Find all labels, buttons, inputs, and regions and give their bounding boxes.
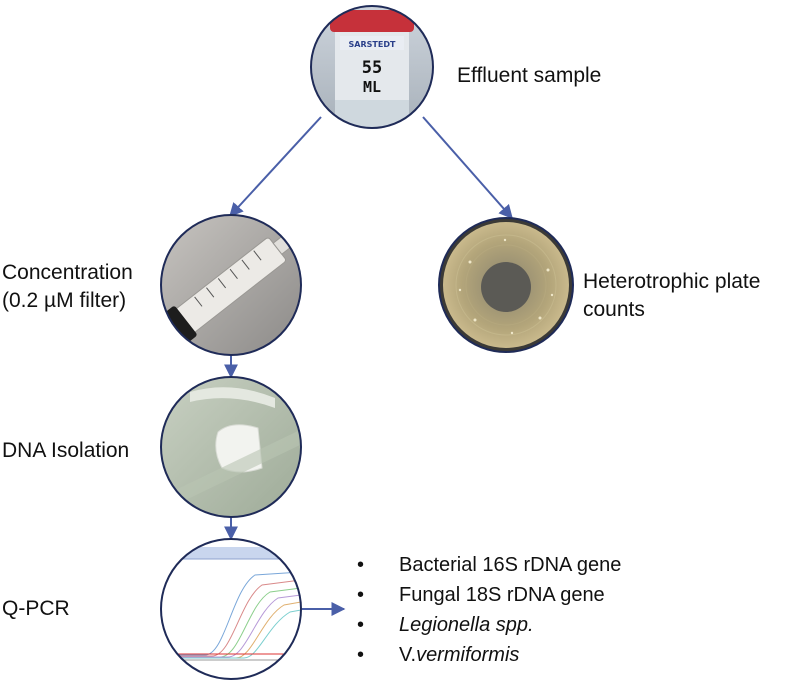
- volume-text-line2: ML: [363, 78, 381, 96]
- dna-isolation-photo: [160, 376, 302, 518]
- dna-isolation-label: DNA Isolation: [2, 439, 130, 462]
- bullet-glyph: •: [357, 614, 365, 636]
- syringe-filter-photo: [160, 214, 302, 356]
- target-text: Legionella spp.: [399, 614, 534, 636]
- bullet-glyph: •: [357, 554, 365, 576]
- list-item: • Bacterial 16S rDNA gene: [357, 550, 621, 580]
- concentration-label: Concentration (0.2 µM filter): [2, 259, 133, 315]
- target-text: vermiformis: [416, 644, 520, 666]
- concentration-label-line1: Concentration: [2, 261, 133, 284]
- target-prefix: V.: [399, 644, 417, 666]
- qpcr-amplification-plot: [160, 538, 302, 680]
- list-item: • Legionella spp.: [357, 610, 621, 640]
- target-text: Bacterial 16S rDNA gene: [399, 554, 622, 576]
- effluent-sample-photo: SARSTEDT 55 ML: [310, 5, 434, 129]
- volume-text-line1: 55: [362, 58, 382, 78]
- list-item: • V.vermiformis: [357, 640, 621, 670]
- effluent-sample-label: Effluent sample: [457, 64, 602, 87]
- hpc-label-line1: Heterotrophic plate: [583, 270, 761, 293]
- target-text: Fungal 18S rDNA gene: [399, 584, 605, 606]
- container-brand-text: SARSTEDT: [349, 40, 396, 49]
- qpcr-targets-list: • Bacterial 16S rDNA gene • Fungal 18S r…: [357, 550, 621, 670]
- bullet-glyph: •: [357, 644, 365, 666]
- concentration-label-line2: (0.2 µM filter): [2, 289, 127, 312]
- hpc-label: Heterotrophic plate counts: [583, 268, 760, 324]
- arrow-effluent-to-hpc: [422, 116, 513, 220]
- bullet-glyph: •: [357, 584, 365, 606]
- qpcr-label: Q-PCR: [2, 597, 70, 620]
- hpc-label-line2: counts: [583, 298, 645, 321]
- list-item: • Fungal 18S rDNA gene: [357, 580, 621, 610]
- agar-plate-photo: [438, 217, 574, 353]
- arrow-effluent-to-concentration: [229, 116, 322, 218]
